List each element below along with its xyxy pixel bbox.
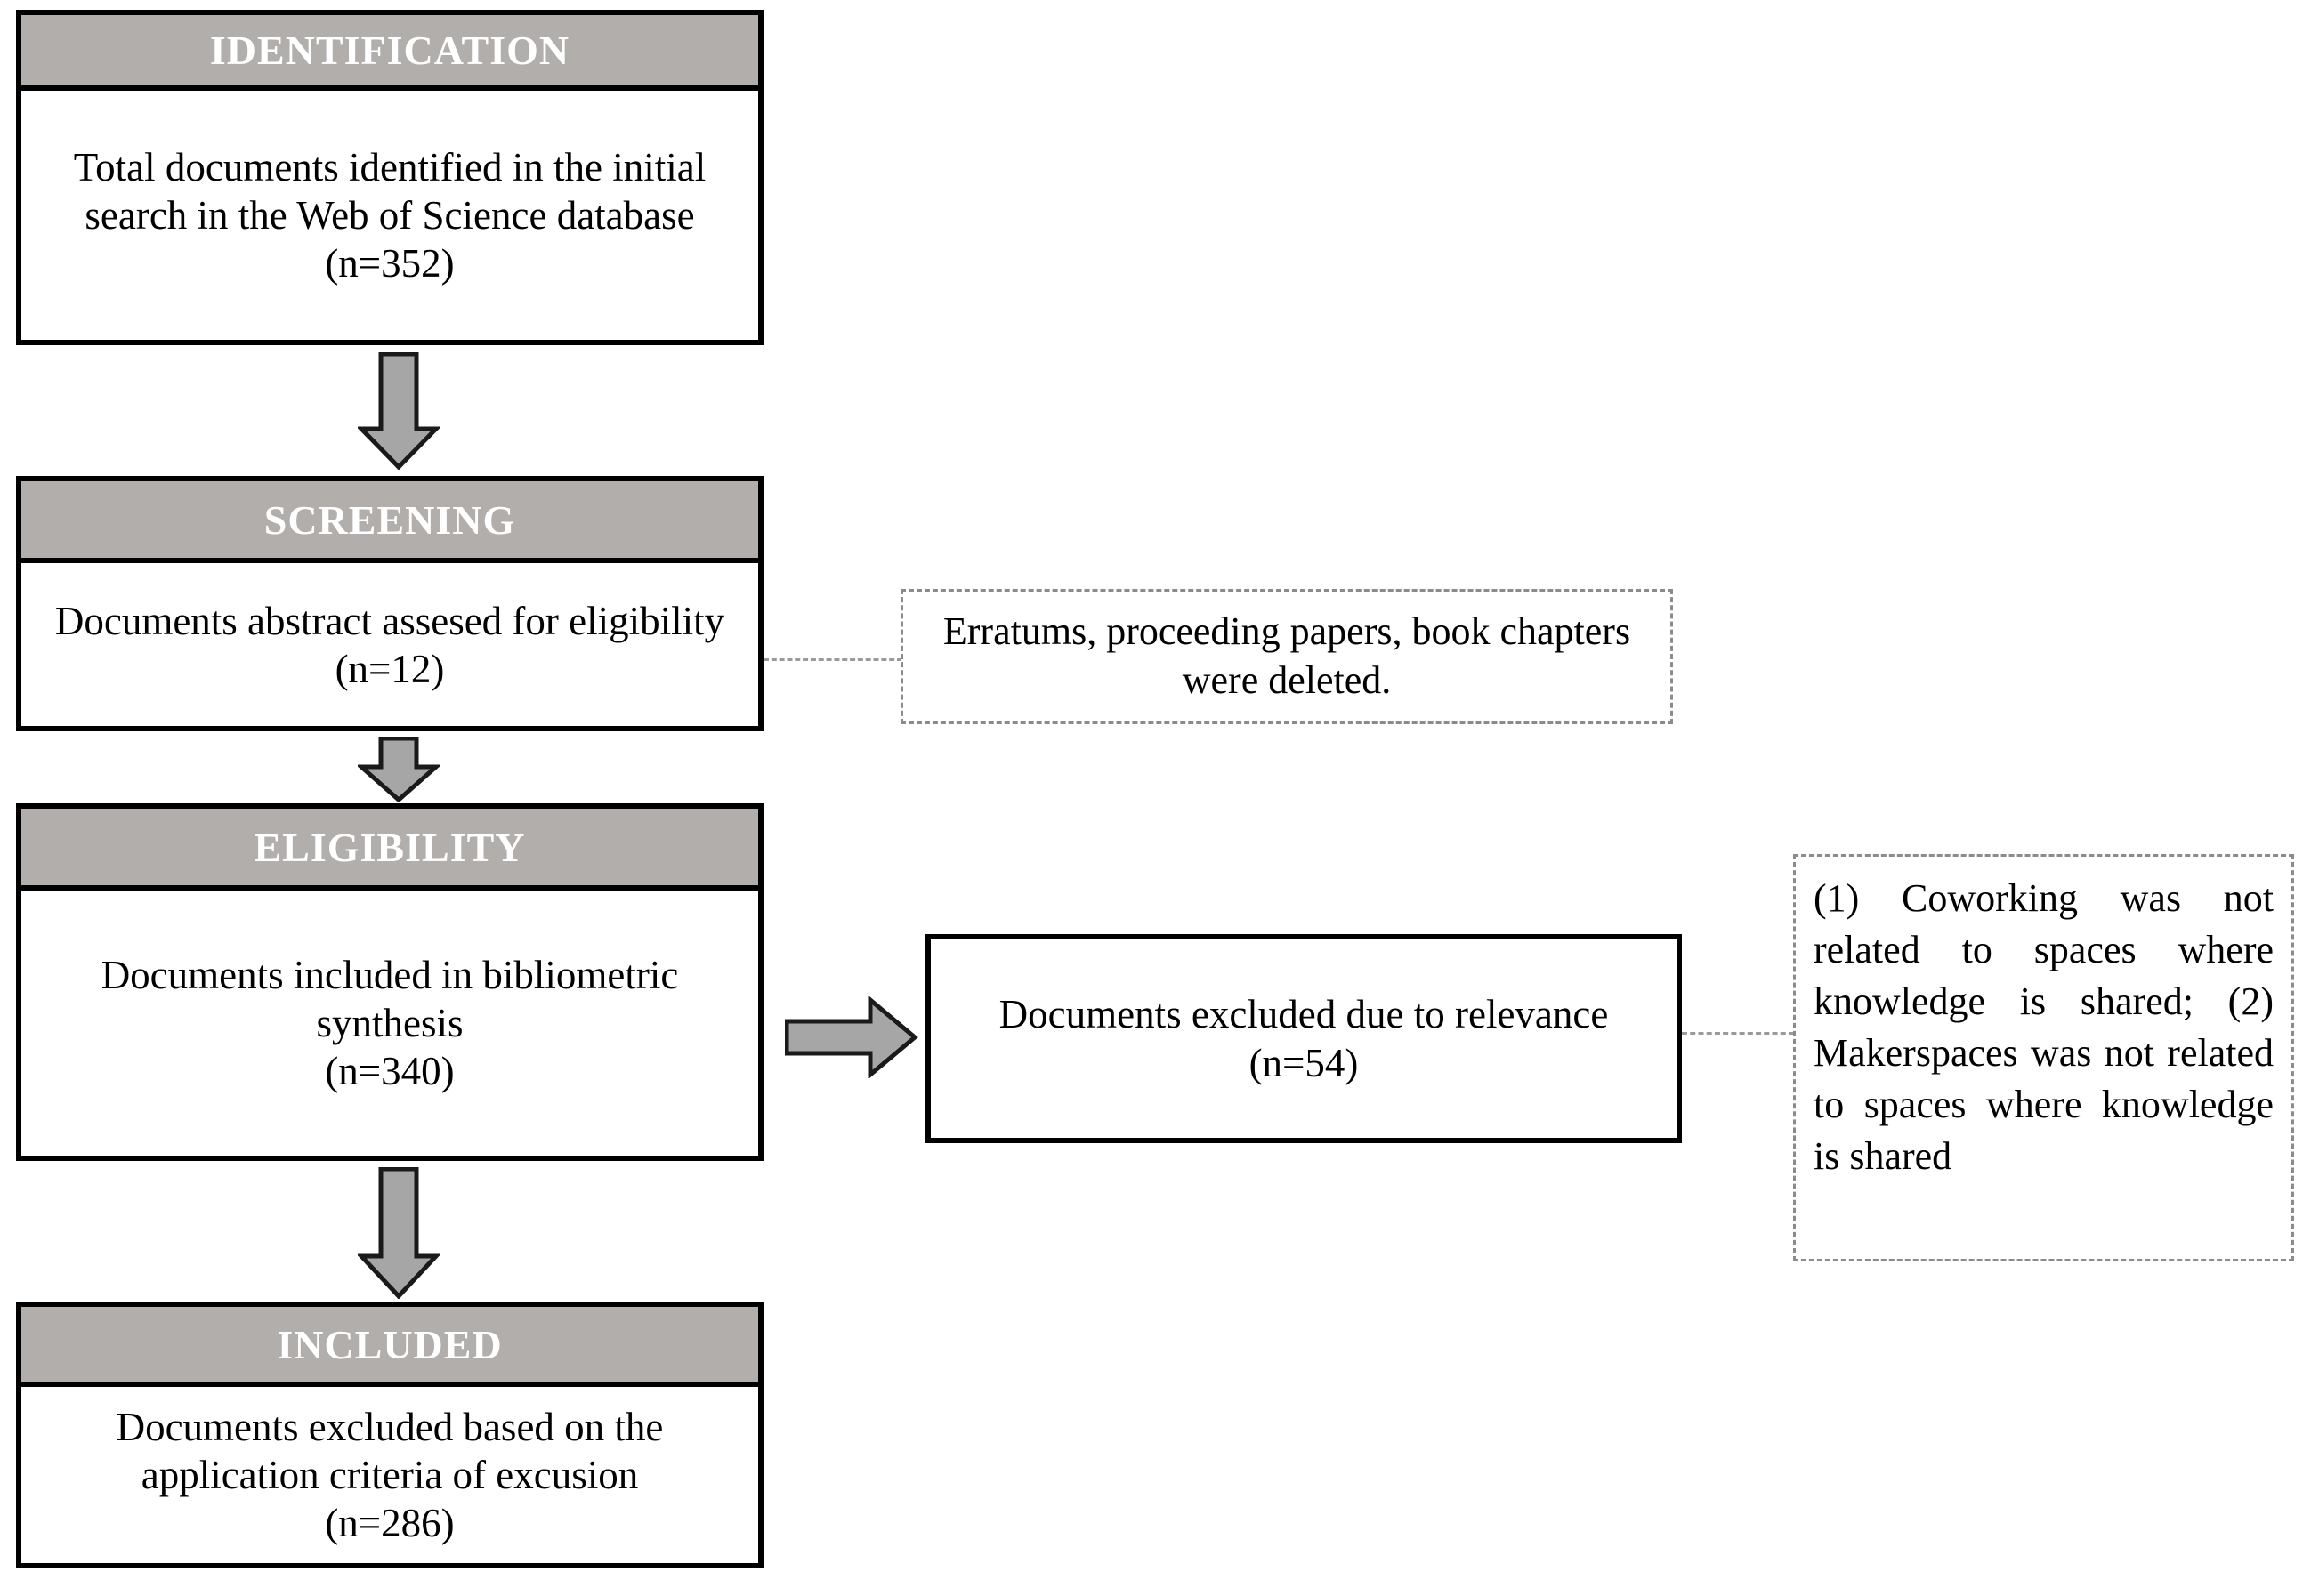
stage-body-identification: Total documents identified in the initia…: [21, 91, 758, 340]
stage-body-eligibility: Documents included in bibliometric synth…: [21, 891, 758, 1156]
stage-header-eligibility: ELIGIBILITY: [21, 809, 758, 891]
stage-box-eligibility: ELIGIBILITY Documents included in biblio…: [16, 803, 764, 1161]
stage-header-identification: IDENTIFICATION: [21, 15, 758, 91]
stage-header-label-eligibility: ELIGIBILITY: [254, 824, 526, 870]
arrow-screening-to-eligibility: [358, 737, 440, 802]
arrow-eligibility-to-included: [358, 1167, 440, 1299]
note-text-screening-exclusions: Erratums, proceeding papers, book chapte…: [942, 609, 1631, 702]
note-box-screening-exclusions: Erratums, proceeding papers, book chapte…: [901, 589, 1673, 724]
stage-body-screening: Documents abstract assesed for eligibili…: [21, 563, 758, 726]
stage-box-included: INCLUDED Documents excluded based on the…: [16, 1302, 764, 1568]
stage-header-label-identification: IDENTIFICATION: [209, 28, 570, 73]
stage-box-identification: IDENTIFICATION Total documents identifie…: [16, 10, 764, 345]
arrow-identification-to-screening: [358, 352, 440, 470]
stage-header-label-screening: SCREENING: [263, 496, 516, 543]
stage-header-label-included: INCLUDED: [277, 1321, 503, 1367]
box-text-documents-excluded-relevance: Documents excluded due to relevance (n=5…: [998, 991, 1609, 1085]
stage-body-text-screening: Documents abstract assesed for eligibili…: [54, 598, 725, 691]
stage-body-included: Documents excluded based on the applicat…: [21, 1387, 758, 1563]
stage-body-text-included: Documents excluded based on the applicat…: [116, 1405, 664, 1545]
connector-screening-note: [764, 658, 902, 661]
arrow-eligibility-to-excluded: [785, 996, 918, 1078]
box-documents-excluded-relevance: Documents excluded due to relevance (n=5…: [925, 934, 1682, 1143]
stage-box-screening: SCREENING Documents abstract assesed for…: [16, 476, 764, 731]
stage-header-screening: SCREENING: [21, 481, 758, 563]
note-box-exclusion-criteria: (1) Coworking was not related to spaces …: [1793, 854, 2294, 1261]
stage-body-text-eligibility: Documents included in bibliometric synth…: [101, 953, 679, 1093]
stage-header-included: INCLUDED: [21, 1307, 758, 1387]
stage-body-text-identification: Total documents identified in the initia…: [73, 145, 707, 286]
connector-exclusion-note: [1682, 1032, 1794, 1035]
note-text-exclusion-criteria: (1) Coworking was not related to spaces …: [1814, 876, 2274, 1179]
